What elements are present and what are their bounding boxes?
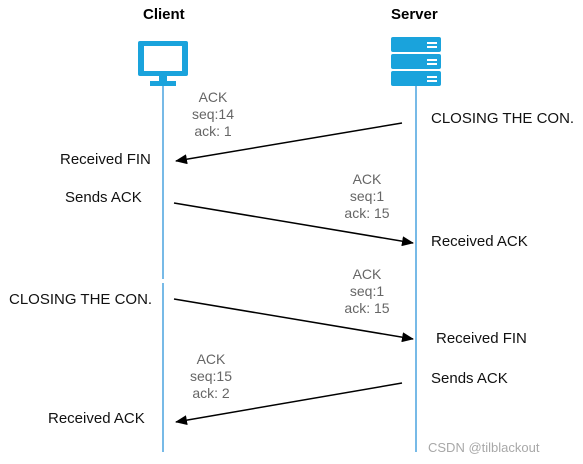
packet-ack: ack: 15 bbox=[344, 205, 390, 221]
packet-ack: ack: 15 bbox=[344, 300, 390, 316]
packet-flag: ACK bbox=[352, 171, 382, 187]
server-label: Sends ACK bbox=[431, 370, 508, 387]
packet-seq: seq:15 bbox=[189, 368, 233, 384]
message-arrow-1 bbox=[175, 122, 403, 165]
server-label: Received FIN bbox=[436, 330, 527, 347]
packet-flag: ACK bbox=[352, 266, 382, 282]
packet-seq: seq:1 bbox=[349, 188, 385, 204]
watermark: CSDN @tilblackout bbox=[428, 440, 540, 455]
server-label: Received ACK bbox=[431, 233, 528, 250]
client-header: Client bbox=[143, 6, 185, 23]
packet-info: ACK seq:1 ack: 15 bbox=[332, 266, 402, 317]
packet-seq: seq:14 bbox=[191, 106, 235, 122]
client-label: Received ACK bbox=[48, 410, 145, 427]
message-arrow-3 bbox=[173, 298, 414, 343]
server-rack-icon bbox=[391, 37, 441, 86]
server-label: CLOSING THE CON. bbox=[431, 110, 575, 127]
monitor-icon bbox=[138, 41, 188, 86]
server-header: Server bbox=[391, 6, 438, 23]
packet-ack: ack: 2 bbox=[192, 385, 230, 401]
client-label: CLOSING THE CON. bbox=[9, 291, 153, 308]
packet-info: ACK seq:15 ack: 2 bbox=[176, 351, 246, 402]
client-label: Received FIN bbox=[60, 151, 151, 168]
client-label: Sends ACK bbox=[65, 189, 142, 206]
packet-info: ACK seq:1 ack: 15 bbox=[332, 171, 402, 222]
packet-info: ACK seq:14 ack: 1 bbox=[178, 89, 248, 140]
packet-seq: seq:1 bbox=[349, 283, 385, 299]
message-arrow-2 bbox=[173, 202, 414, 247]
message-arrow-4 bbox=[175, 382, 403, 426]
packet-flag: ACK bbox=[196, 351, 226, 367]
packet-ack: ack: 1 bbox=[194, 123, 232, 139]
packet-flag: ACK bbox=[198, 89, 228, 105]
